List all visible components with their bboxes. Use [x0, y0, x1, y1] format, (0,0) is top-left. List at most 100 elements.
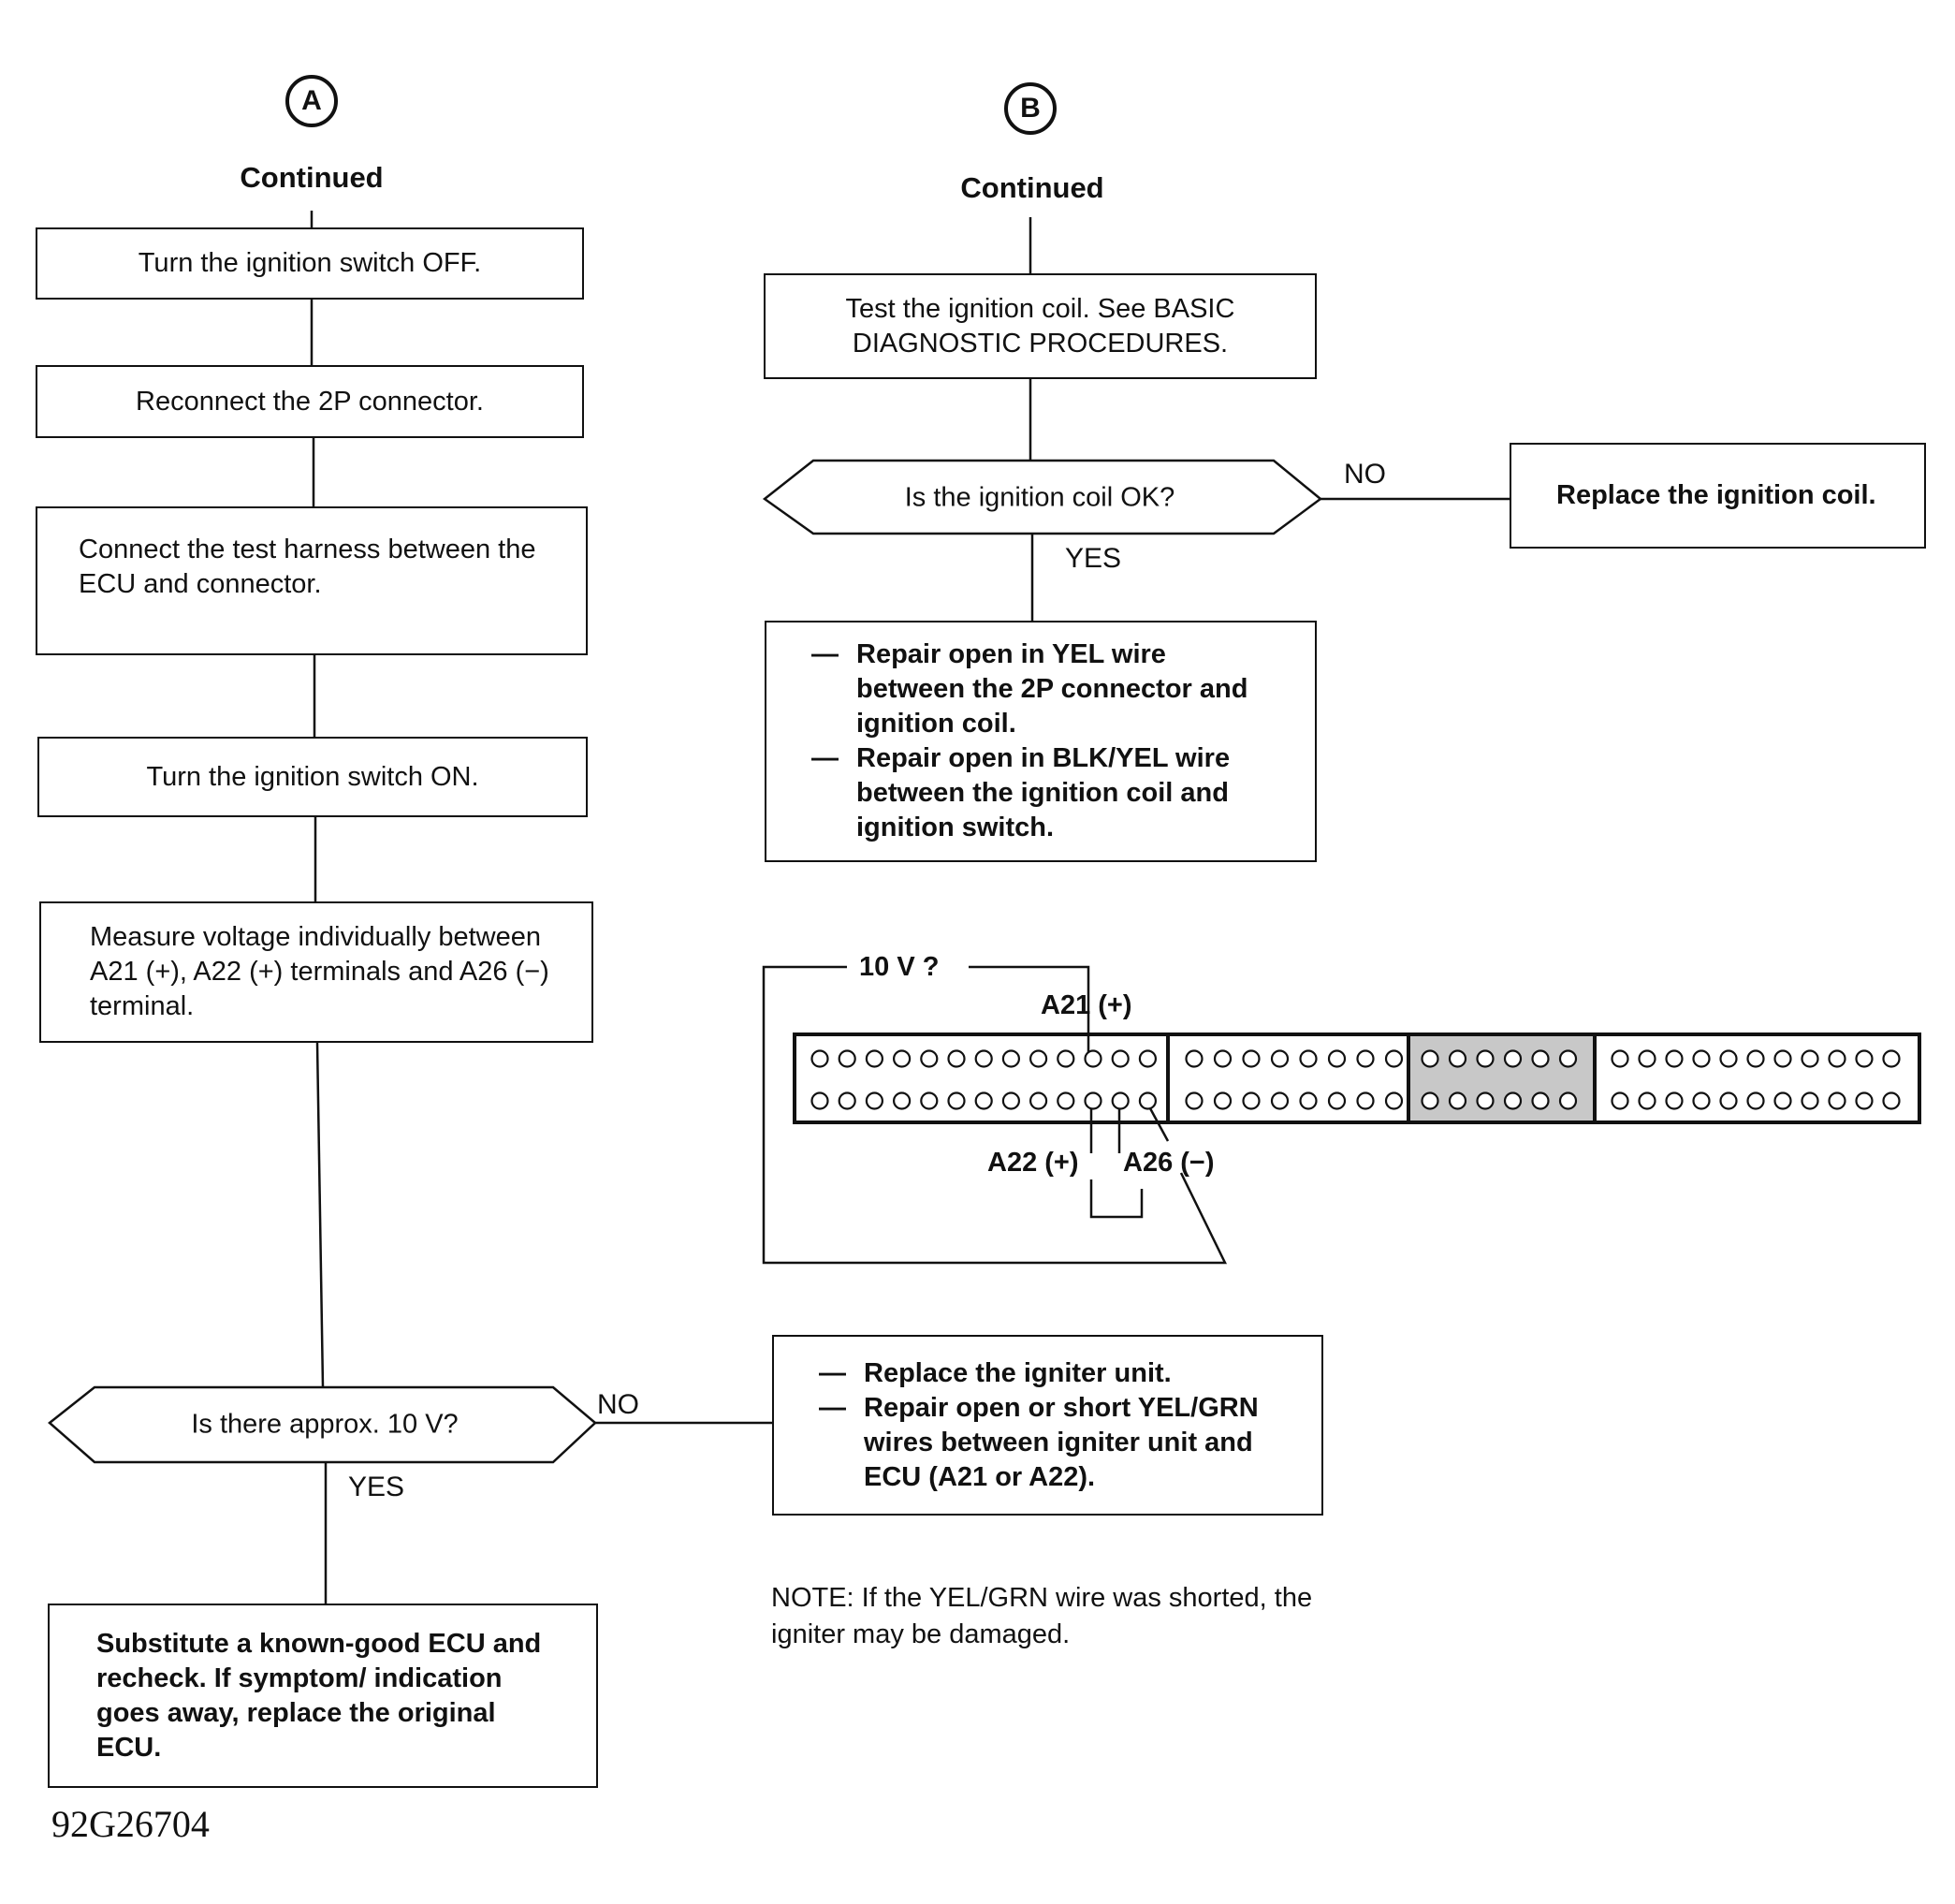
connector-pin: [1084, 1049, 1102, 1068]
connector-pin: [1746, 1091, 1765, 1110]
connector-pin: [1855, 1049, 1874, 1068]
connector-pin: [1531, 1049, 1550, 1068]
connector-pin: [1828, 1049, 1846, 1068]
connector-pin: [1611, 1049, 1629, 1068]
connector-pin: [1299, 1049, 1318, 1068]
connector-pin: [1185, 1049, 1204, 1068]
connector-pin: [1476, 1049, 1495, 1068]
connector-pin: [1882, 1049, 1901, 1068]
connector-pin: [1692, 1091, 1711, 1110]
connector-pin: [1773, 1049, 1792, 1068]
result-substitute-ecu: Substitute a known-good ECU and recheck.…: [48, 1604, 598, 1788]
result-item: —Replace the igniter unit.: [819, 1357, 1172, 1388]
connector-pin: [1001, 1049, 1021, 1068]
connector-pin: [1828, 1091, 1846, 1110]
connector-pin: [1384, 1091, 1404, 1110]
result-item: —Repair open in YEL wire between the 2P …: [811, 639, 1248, 739]
connector-pin: [1029, 1091, 1048, 1110]
step-connect-harness: Connect the test harness between the ECU…: [36, 506, 588, 655]
connector-pin: [1111, 1049, 1130, 1068]
connector-pin: [1270, 1091, 1290, 1110]
marker-b: B: [1004, 82, 1057, 135]
connector-pin: [1638, 1049, 1656, 1068]
decision-diamond-a: [48, 1385, 597, 1464]
yes-label-b: YES: [1065, 543, 1122, 574]
no-label-a: NO: [597, 1389, 639, 1420]
connector-pin: [1448, 1049, 1467, 1068]
note-text: NOTE: If the YEL/GRN wire was shorted, t…: [771, 1583, 1313, 1649]
pin-label-a22: A22 (+): [987, 1148, 1079, 1178]
connector-pin: [974, 1091, 993, 1110]
connector-pin: [1882, 1091, 1901, 1110]
no-label-b: NO: [1344, 459, 1386, 490]
connector-pin: [1719, 1091, 1738, 1110]
yes-label-a: YES: [348, 1472, 405, 1502]
connector-pin: [1665, 1049, 1684, 1068]
connector-pin: [1801, 1091, 1819, 1110]
connector-pin: [1138, 1049, 1158, 1068]
connector-pin: [1084, 1091, 1102, 1110]
connector-pin: [1057, 1049, 1075, 1068]
step-turn-ignition-on: Turn the ignition switch ON.: [37, 737, 588, 817]
marker-a: A: [285, 75, 338, 127]
connector-pin: [1611, 1091, 1629, 1110]
figure-id: 92G26704: [51, 1803, 210, 1845]
pin-label-a21: A21 (+): [1041, 990, 1132, 1020]
connector-pin: [1503, 1091, 1523, 1110]
connector-pin: [1356, 1049, 1375, 1068]
connector-pin: [892, 1091, 912, 1110]
result-repair-wires: —Repair open in YEL wire between the 2P …: [765, 621, 1317, 862]
connector-pin: [1327, 1091, 1347, 1110]
connector-pin: [1421, 1091, 1439, 1110]
connector-pin: [1185, 1091, 1204, 1110]
connector-pin: [1855, 1091, 1874, 1110]
connector-pin: [1476, 1091, 1495, 1110]
connector-pin: [1665, 1091, 1684, 1110]
step-turn-ignition-off: Turn the ignition switch OFF.: [36, 227, 584, 300]
connector-pin: [1421, 1049, 1439, 1068]
connector-pin: [1327, 1049, 1347, 1068]
connector-pin: [1270, 1049, 1290, 1068]
connector-pin: [1531, 1091, 1550, 1110]
connector-pin: [920, 1091, 939, 1110]
connector-pin: [1692, 1049, 1711, 1068]
connector-pin: [920, 1049, 939, 1068]
decision-question-a: Is there approx. 10 V?: [191, 1409, 459, 1440]
connector-pin: [810, 1091, 829, 1110]
connector-pin: [1213, 1091, 1233, 1110]
connector-pin: [1029, 1049, 1048, 1068]
connector-pin: [1299, 1091, 1318, 1110]
connector-pin: [1448, 1091, 1467, 1110]
result-replace-coil: Replace the ignition coil.: [1510, 443, 1926, 549]
step-measure-voltage: Measure voltage individually between A21…: [39, 901, 593, 1043]
connector-pin: [1503, 1049, 1523, 1068]
header-b: Continued: [960, 171, 1104, 204]
connector-pin: [1558, 1049, 1578, 1068]
connector-pin: [947, 1049, 966, 1068]
connector-pin: [838, 1049, 856, 1068]
connector-pin: [1719, 1049, 1738, 1068]
connector-pin: [1242, 1049, 1261, 1068]
connector-pin: [947, 1091, 966, 1110]
connector-pin: [1138, 1091, 1158, 1110]
connector-pin: [810, 1049, 829, 1068]
connector-pin: [865, 1091, 884, 1110]
connector-pin: [1111, 1091, 1130, 1110]
step-reconnect-2p: Reconnect the 2P connector.: [36, 365, 584, 438]
header-a: Continued: [240, 161, 384, 194]
connector-pin: [1638, 1091, 1656, 1110]
connector-pin: [1242, 1091, 1261, 1110]
voltage-label: 10 V ?: [859, 952, 940, 982]
connector-pin: [865, 1049, 884, 1068]
connector-pin: [1773, 1091, 1792, 1110]
result-replace-igniter: —Replace the igniter unit. —Repair open …: [772, 1335, 1323, 1516]
connector-pin: [1558, 1091, 1578, 1110]
connector-pin: [974, 1049, 993, 1068]
ecu-connector-block: [793, 1033, 1921, 1124]
result-item: —Repair open in BLK/YEL wire between the…: [811, 743, 1231, 842]
connector-pin: [892, 1049, 912, 1068]
pin-label-a26: A26 (−): [1123, 1148, 1215, 1178]
connector-pin: [1384, 1049, 1404, 1068]
connector-pin: [1057, 1091, 1075, 1110]
